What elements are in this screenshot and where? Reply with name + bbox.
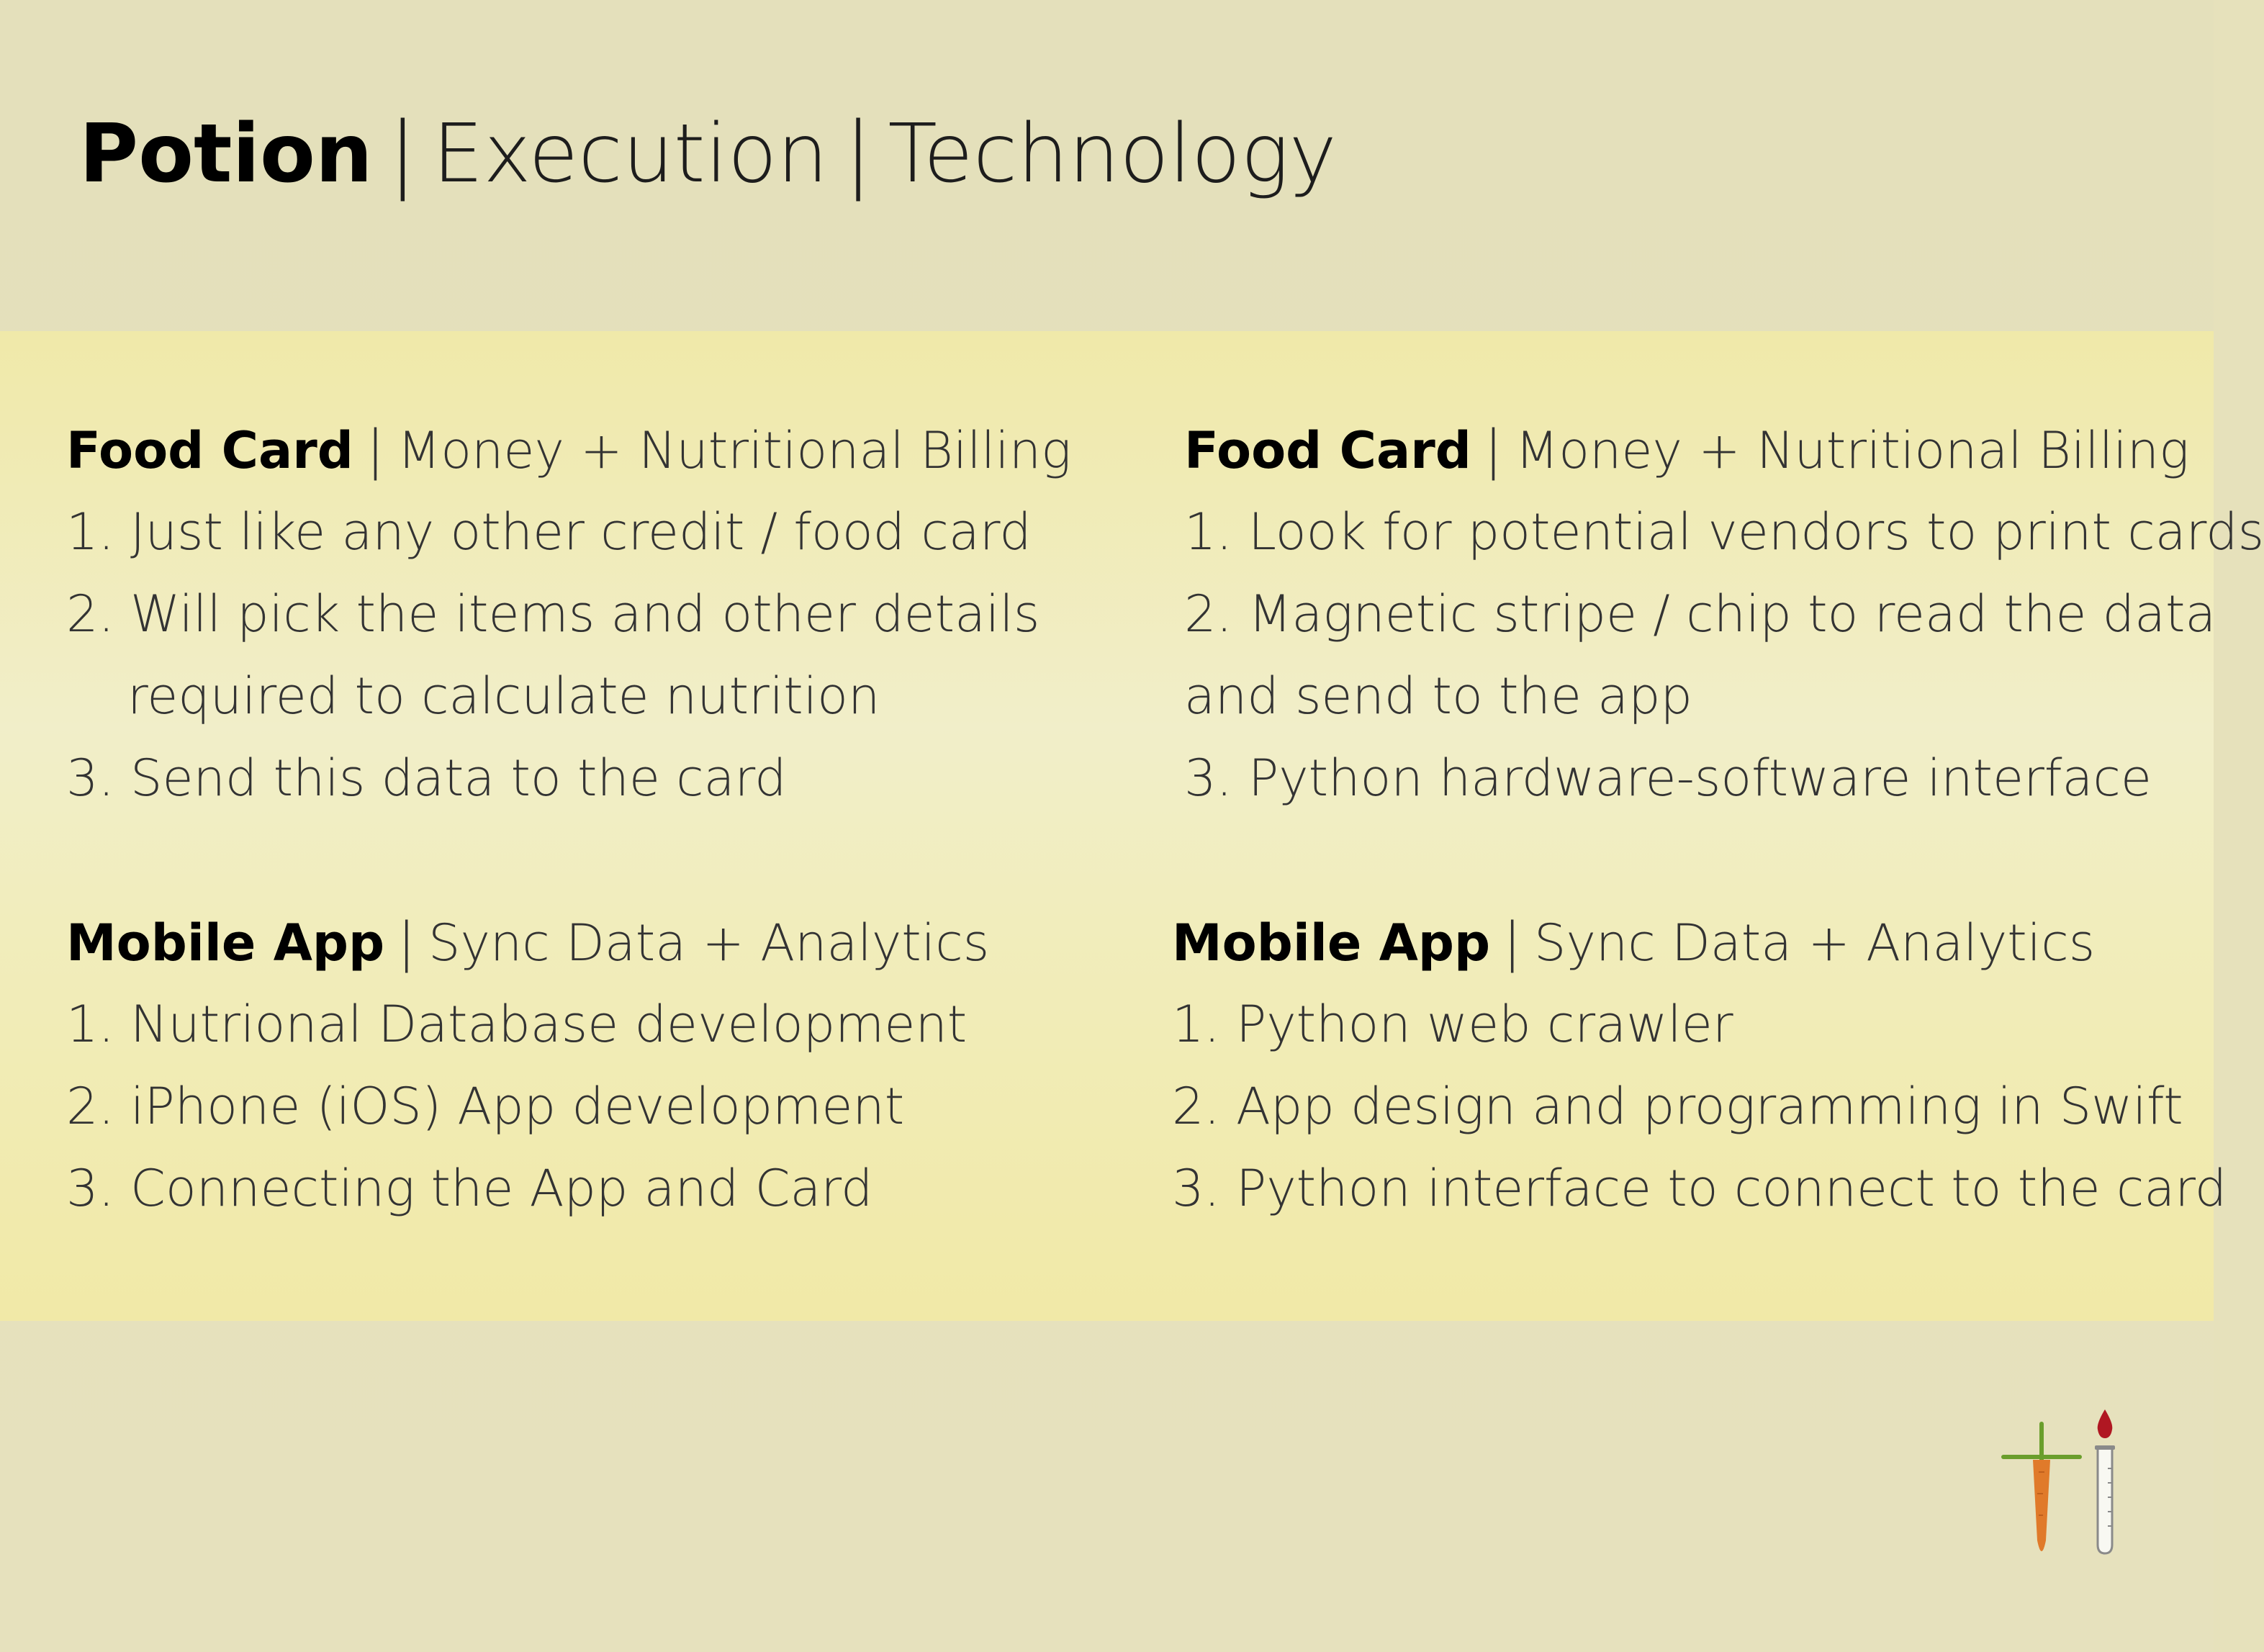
list-item: 3. Send this data to the card: [66, 749, 787, 808]
carrot-lines: [2037, 1471, 2044, 1516]
list-item-continuation: and send to the app: [1184, 667, 1692, 726]
section-mobile-app-execution: Mobile App | Sync Data + Analytics 1. Nu…: [66, 901, 1117, 1229]
list-item: 3. Connecting the App and Card: [66, 1159, 873, 1218]
section-heading: Food Card | Money + Nutritional Billing: [66, 409, 1117, 491]
title-brand: Potion: [79, 107, 373, 201]
list-item-continuation: required to calculate nutrition: [127, 667, 880, 726]
list-item: 2. Magnetic stripe / chip to read the da…: [1184, 584, 2216, 644]
test-tube-icon: [2096, 1448, 2114, 1555]
section-separator: |: [1503, 911, 1522, 973]
list-item: 3. Python interface to connect to the ca…: [1172, 1159, 2227, 1218]
section-subtitle: Money + Nutritional Billing: [397, 421, 1072, 480]
title-technology: Technology: [888, 107, 1337, 201]
section-subtitle: Money + Nutritional Billing: [1515, 421, 2190, 480]
carrot-body: [2033, 1460, 2050, 1551]
section-title: Food Card: [66, 421, 353, 480]
carrot-leaf-vertical: [2039, 1422, 2044, 1463]
section-title: Mobile App: [1172, 913, 1491, 972]
section-mobile-app-technology: Mobile App | Sync Data + Analytics 1. Py…: [1172, 901, 2227, 1229]
page-title: Potion | Execution | Technology: [79, 104, 1337, 212]
title-separator: |: [844, 104, 872, 202]
section-title: Food Card: [1184, 421, 1471, 480]
list-item: 1. Just like any other credit / food car…: [66, 502, 1032, 561]
list-item: 2. Will pick the items and other details: [66, 584, 1040, 644]
test-tube-rim: [2095, 1445, 2115, 1450]
list-item: 2. App design and programming in Swift: [1172, 1077, 2183, 1136]
list-item: 1. Python web crawler: [1172, 995, 1733, 1054]
list-item: 3. Python hardware-software interface: [1184, 749, 2152, 808]
section-heading: Mobile App | Sync Data + Analytics: [1172, 901, 2223, 983]
drop-icon: [2097, 1409, 2113, 1438]
list-item: 2. iPhone (iOS) App development: [66, 1077, 905, 1136]
carrot-test-tube-logo: [2001, 1404, 2131, 1562]
content-band: [0, 331, 2214, 1321]
section-heading: Mobile App | Sync Data + Analytics: [66, 901, 1117, 983]
list-item: 1. Nutrional Database development: [66, 995, 968, 1054]
list-item: 1. Look for potential vendors to print c…: [1184, 502, 2264, 561]
section-food-card-execution: Food Card | Money + Nutritional Billing …: [66, 409, 1117, 819]
section-title: Mobile App: [66, 913, 385, 972]
section-subtitle: Sync Data + Analytics: [428, 913, 990, 972]
test-tube-scale: [2108, 1468, 2112, 1527]
section-separator: |: [397, 911, 416, 973]
logo-graphic: [2001, 1409, 2115, 1555]
section-separator: |: [366, 419, 384, 481]
section-heading: Food Card | Money + Nutritional Billing: [1184, 409, 2235, 491]
title-execution: Execution: [432, 107, 829, 201]
section-food-card-technology: Food Card | Money + Nutritional Billing …: [1184, 409, 2264, 819]
section-subtitle: Sync Data + Analytics: [1534, 913, 2096, 972]
section-separator: |: [1484, 419, 1502, 481]
title-separator: |: [388, 104, 417, 202]
